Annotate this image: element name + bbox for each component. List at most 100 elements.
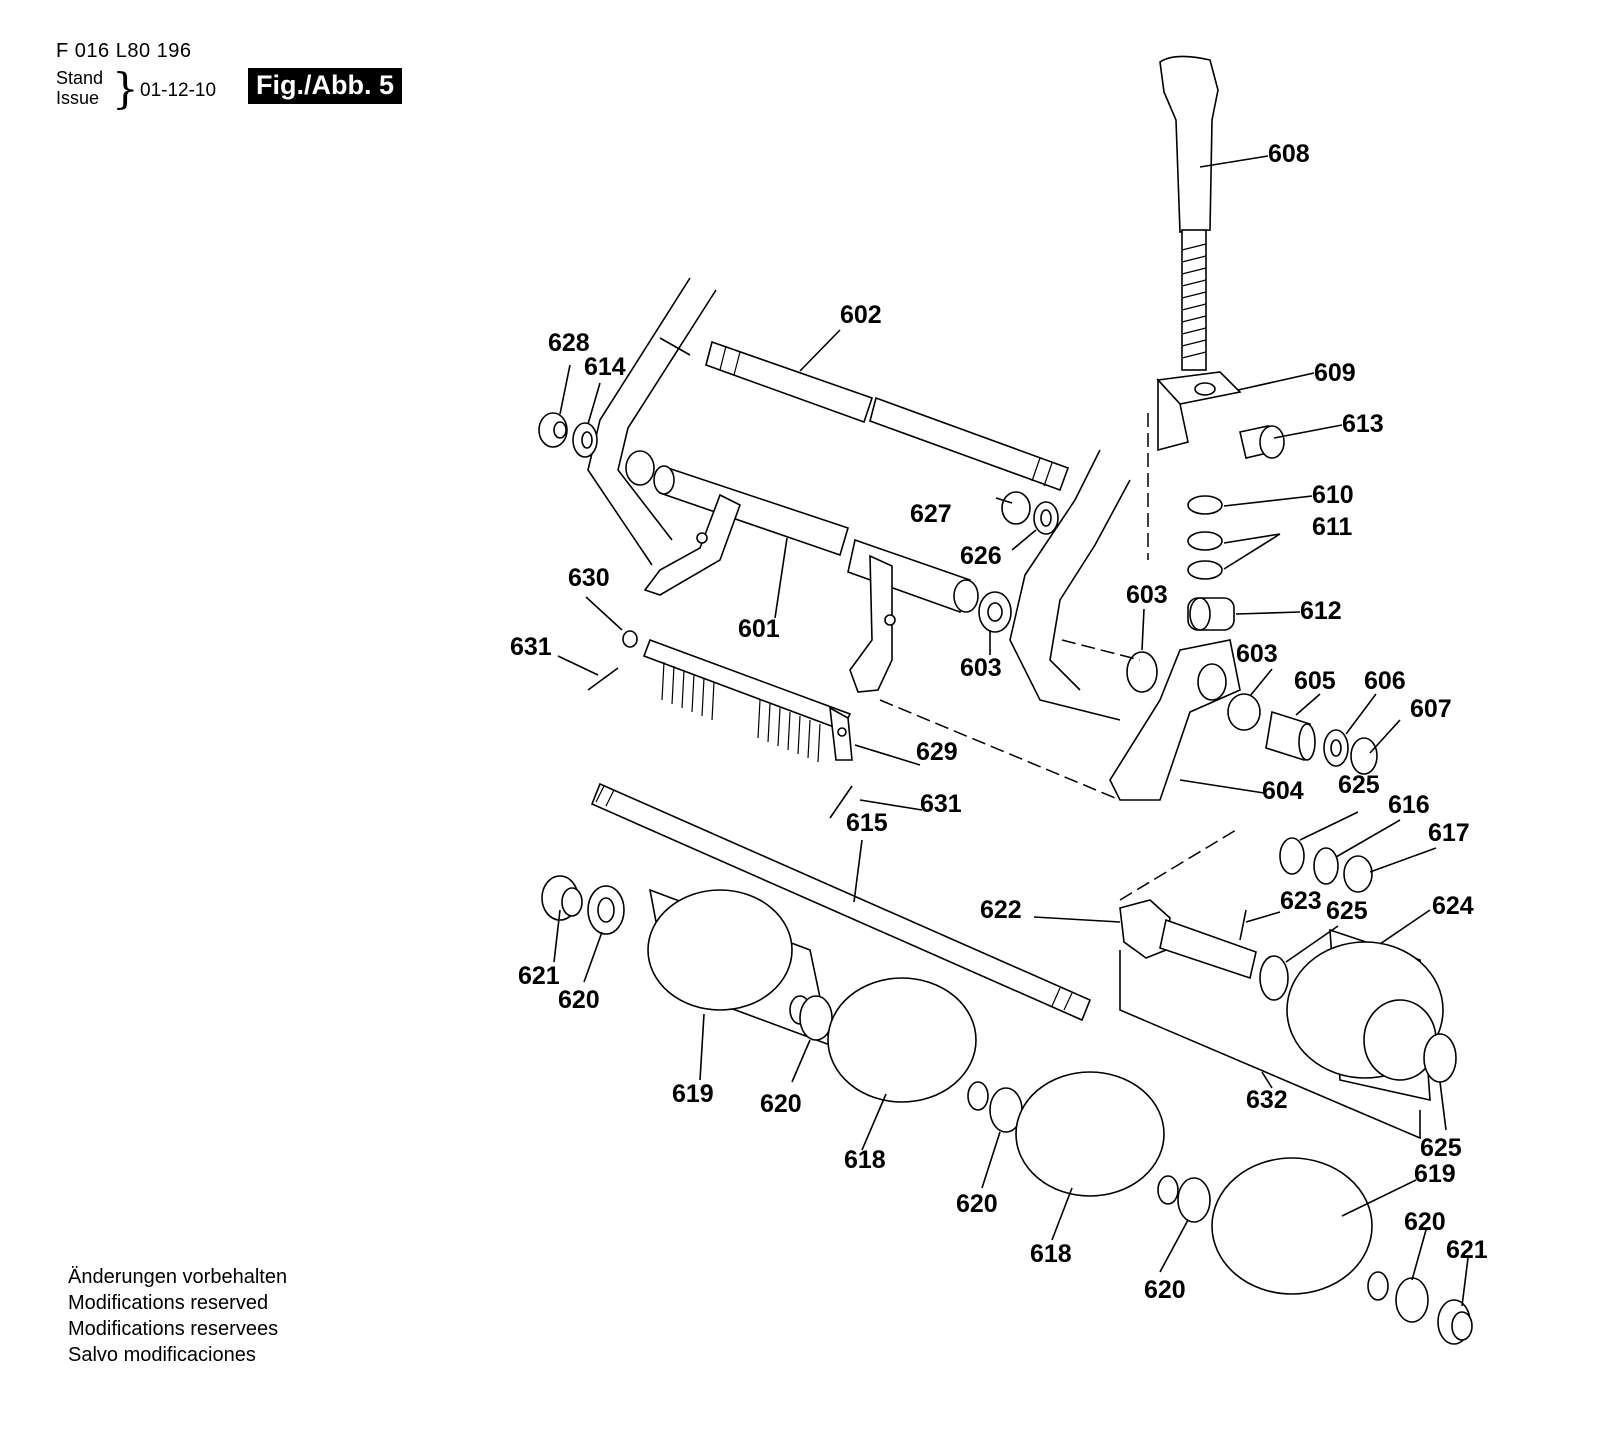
part-label-605: 605: [1294, 667, 1336, 695]
notice-french: Modifications reservees: [68, 1318, 279, 1340]
part-label-622: 622: [980, 896, 1022, 924]
bushing-605: [1265, 710, 1316, 762]
part-label-630: 630: [568, 564, 610, 592]
part-label-618-b: 618: [1030, 1240, 1072, 1268]
wheel-624: [1286, 928, 1457, 1102]
part-label-602: 602: [840, 301, 882, 329]
sleeve-612: [1187, 597, 1235, 631]
washer-614: [572, 422, 598, 458]
bushing-603-right: [1126, 651, 1261, 731]
cotter-pin-623: [1239, 909, 1247, 941]
part-label-607: 607: [1410, 695, 1452, 723]
part-label-604: 604: [1262, 777, 1304, 805]
bracket-609: [1156, 371, 1242, 452]
axle-615: [590, 782, 1092, 1022]
part-label-620-d: 620: [1144, 1276, 1186, 1304]
document-number: F 016 L80 196: [56, 40, 192, 62]
collar-621-left: [541, 875, 583, 921]
part-label-610: 610: [1312, 481, 1354, 509]
washer-620-b: [799, 995, 833, 1041]
comb-629: [642, 638, 853, 763]
screw-630: [622, 630, 638, 648]
part-label-609: 609: [1314, 359, 1356, 387]
side-frame-left: [587, 277, 717, 566]
stand-label: Stand: [56, 68, 104, 88]
part-label-620-b: 620: [760, 1090, 802, 1118]
part-label-625-upper: 625: [1338, 771, 1380, 799]
assembly-lines: [879, 413, 1237, 901]
part-label-625-mid: 625: [1326, 897, 1368, 925]
part-label-608: 608: [1268, 140, 1310, 168]
bushing-603-left: [978, 591, 1012, 633]
roller-618-a: [827, 977, 989, 1111]
washer-620-right: [1395, 1277, 1429, 1323]
pin-631-upper: [587, 667, 619, 691]
part-label-612: 612: [1300, 597, 1342, 625]
washer-625-upper: [1279, 837, 1305, 875]
part-label-619-left: 619: [672, 1080, 714, 1108]
footer-notice: Änderungen vorbehalten Modifications res…: [68, 1264, 287, 1368]
notice-spanish: Salvo modificaciones: [68, 1344, 256, 1366]
roller-619-right: [1211, 1157, 1389, 1301]
header: F 016 L80 196 Stand Issue } 01-12-10 Fig…: [56, 40, 436, 120]
axle-602: [705, 340, 1070, 492]
issue-label: Issue: [56, 88, 100, 108]
part-label-621-left: 621: [518, 962, 560, 990]
brace-icon: }: [112, 64, 139, 113]
part-label-618-a: 618: [844, 1146, 886, 1174]
part-label-628: 628: [548, 329, 590, 357]
nut-617: [1343, 855, 1373, 893]
part-label-631-lower: 631: [920, 790, 962, 818]
part-label-626: 626: [960, 542, 1002, 570]
washer-stack-610-611: [1187, 495, 1223, 580]
part-label-614: 614: [584, 353, 626, 381]
part-label-603-right: 603: [1236, 640, 1278, 668]
washer-625-mid: [1259, 955, 1289, 1001]
part-label-624: 624: [1432, 892, 1474, 920]
collar-621-right: [1437, 1299, 1473, 1345]
part-label-629: 629: [916, 738, 958, 766]
washer-620-d: [1177, 1177, 1211, 1223]
part-label-631-upper: 631: [510, 633, 552, 661]
lock-washer-616: [1313, 847, 1339, 885]
part-label-620-e: 620: [1404, 1208, 1446, 1236]
nut-628: [538, 412, 568, 448]
stub-axle-622: [1119, 899, 1257, 980]
part-label-623: 623: [1280, 887, 1322, 915]
notice-english: Modifications reserved: [68, 1292, 269, 1314]
stand-issue-label: Stand Issue: [56, 68, 103, 108]
part-label-603-upper: 603: [1126, 581, 1168, 609]
part-label-620-c: 620: [956, 1190, 998, 1218]
part-label-601: 601: [738, 615, 780, 643]
adjusting-screw-608: [1159, 55, 1219, 371]
part-labels: 608 602 609 613 610 611 612 628 614 601 …: [510, 140, 1488, 1304]
lever-604: [1109, 639, 1241, 801]
part-label-611: 611: [1312, 513, 1352, 541]
part-label-617: 617: [1428, 819, 1470, 847]
part-label-613: 613: [1342, 410, 1384, 438]
part-label-616: 616: [1388, 791, 1430, 819]
side-frame-right: [1009, 449, 1131, 721]
part-label-619-right: 619: [1414, 1160, 1456, 1188]
washer-620-left: [587, 885, 625, 935]
part-label-615: 615: [846, 809, 888, 837]
part-label-621-right: 621: [1446, 1236, 1488, 1264]
part-label-620-a: 620: [558, 986, 600, 1014]
issue-date: 01-12-10: [140, 80, 217, 101]
pin-631-lower: [829, 785, 853, 819]
shaft-601: [625, 450, 979, 693]
nut-627: [1001, 491, 1031, 525]
bracket-632: [1119, 950, 1421, 1140]
leader-lines: [553, 155, 1469, 1307]
washer-606: [1323, 729, 1349, 767]
washer-626: [1033, 501, 1059, 535]
nut-607: [1350, 737, 1378, 775]
part-label-627: 627: [910, 500, 952, 528]
part-label-632: 632: [1246, 1086, 1288, 1114]
figure-label: Fig./Abb. 5: [248, 68, 402, 104]
part-label-606: 606: [1364, 667, 1406, 695]
roller-618-b: [1015, 1071, 1179, 1205]
notice-german: Änderungen vorbehalten: [68, 1266, 288, 1288]
part-label-603-left: 603: [960, 654, 1002, 682]
